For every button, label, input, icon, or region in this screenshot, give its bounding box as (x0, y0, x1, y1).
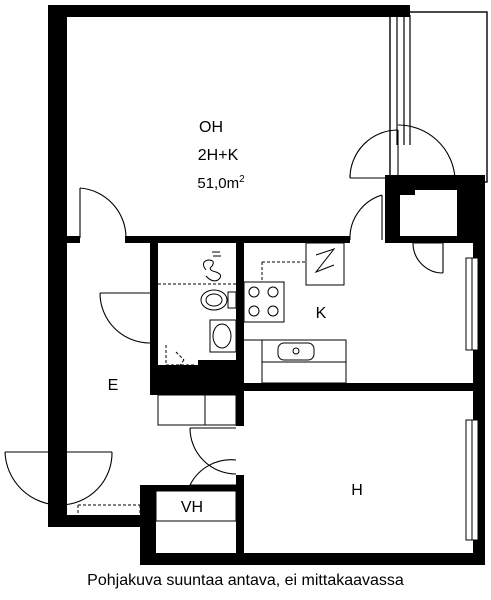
kitchen-sink-icon (277, 342, 315, 361)
wardrobe-label: VH (181, 499, 203, 516)
kitchen-label: K (316, 305, 327, 322)
entrance-label: E (108, 377, 119, 394)
doors (4, 124, 456, 506)
storage (77, 394, 237, 522)
bedroom-label: H (351, 482, 363, 499)
balcony (389, 11, 488, 183)
disclaimer-caption: Pohjakuva suuntaa antava, ei mittakaavas… (87, 572, 404, 589)
kitchen-fixtures (243, 242, 347, 384)
sink-icon (209, 319, 237, 353)
outer-walls (48, 5, 485, 565)
stove-icon (243, 281, 285, 323)
fridge-icon (305, 242, 345, 286)
shower-icon (202, 259, 222, 282)
windows (465, 257, 479, 541)
floor-plan: OH 2H+K 51,0m2 K E H VH (4, 5, 488, 565)
living-room-label: OH (199, 119, 223, 136)
apartment-type-label: 2H+K (198, 147, 239, 164)
area-label: 51,0m2 (197, 174, 245, 192)
interior-walls (60, 236, 473, 560)
toilet-icon (227, 291, 237, 309)
bathroom-fixtures (158, 251, 237, 385)
